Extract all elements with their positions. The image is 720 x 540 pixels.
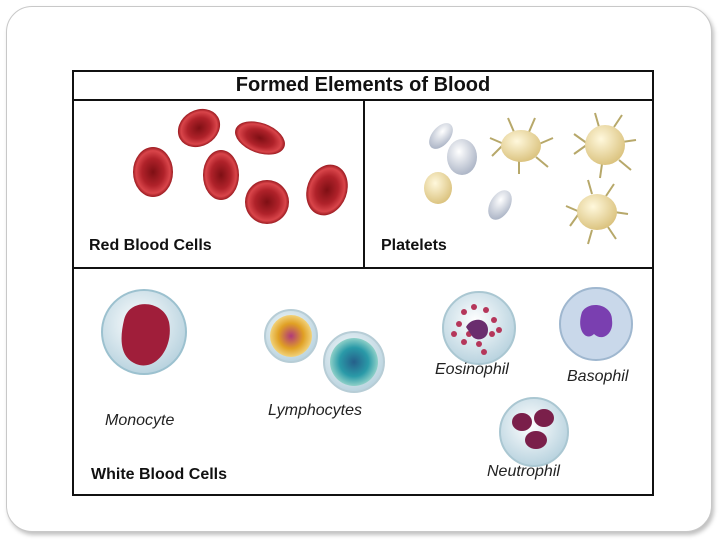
platelets-art bbox=[424, 112, 637, 245]
rbc-cell bbox=[177, 108, 221, 148]
rbc-cell bbox=[203, 150, 239, 200]
label-lymphocytes: Lymphocytes bbox=[268, 402, 362, 419]
neutrophil-art bbox=[499, 397, 569, 467]
activated-platelet bbox=[585, 125, 625, 165]
label-neutrophil: Neutrophil bbox=[487, 463, 560, 480]
basophil-nucleus bbox=[580, 305, 613, 338]
rbc-cell bbox=[235, 121, 285, 155]
panel-label-platelets: Platelets bbox=[381, 237, 447, 254]
monocyte-nucleus bbox=[121, 304, 170, 366]
panel-divider-vertical bbox=[363, 101, 365, 267]
label-basophil: Basophil bbox=[567, 368, 629, 385]
neutrophil-nucleus-lobe bbox=[525, 431, 547, 449]
platelet bbox=[429, 123, 453, 149]
blood-figure: Formed Elements of Blood bbox=[72, 70, 654, 496]
label-eosinophil: Eosinophil bbox=[435, 361, 509, 378]
activated-platelet bbox=[501, 130, 541, 162]
activated-platelet bbox=[577, 194, 617, 230]
neutrophil-nucleus-lobe bbox=[512, 413, 532, 431]
label-monocyte: Monocyte bbox=[105, 412, 175, 429]
lymphocyte-nucleus bbox=[270, 315, 312, 357]
rbc-cell bbox=[245, 180, 289, 224]
platelet bbox=[424, 172, 452, 204]
panel-label-red-blood-cells: Red Blood Cells bbox=[89, 237, 212, 254]
rbc-cell bbox=[133, 147, 173, 197]
platelet bbox=[488, 190, 512, 220]
monocyte-art bbox=[101, 289, 187, 375]
platelet bbox=[447, 139, 477, 175]
figure-title: Formed Elements of Blood bbox=[74, 72, 652, 101]
neutrophil-nucleus-lobe bbox=[534, 409, 554, 427]
cell-illustrations bbox=[101, 108, 637, 467]
eosinophil-nucleus bbox=[466, 319, 488, 340]
lymphocytes-art bbox=[264, 309, 385, 393]
panel-divider-horizontal bbox=[74, 267, 652, 269]
basophil-art bbox=[559, 287, 633, 361]
rbc-cell bbox=[306, 164, 348, 216]
eosinophil-art bbox=[442, 291, 516, 365]
red-blood-cells-art bbox=[133, 108, 348, 224]
panel-label-white-blood-cells: White Blood Cells bbox=[91, 466, 227, 483]
lymphocyte-nucleus bbox=[330, 338, 378, 386]
